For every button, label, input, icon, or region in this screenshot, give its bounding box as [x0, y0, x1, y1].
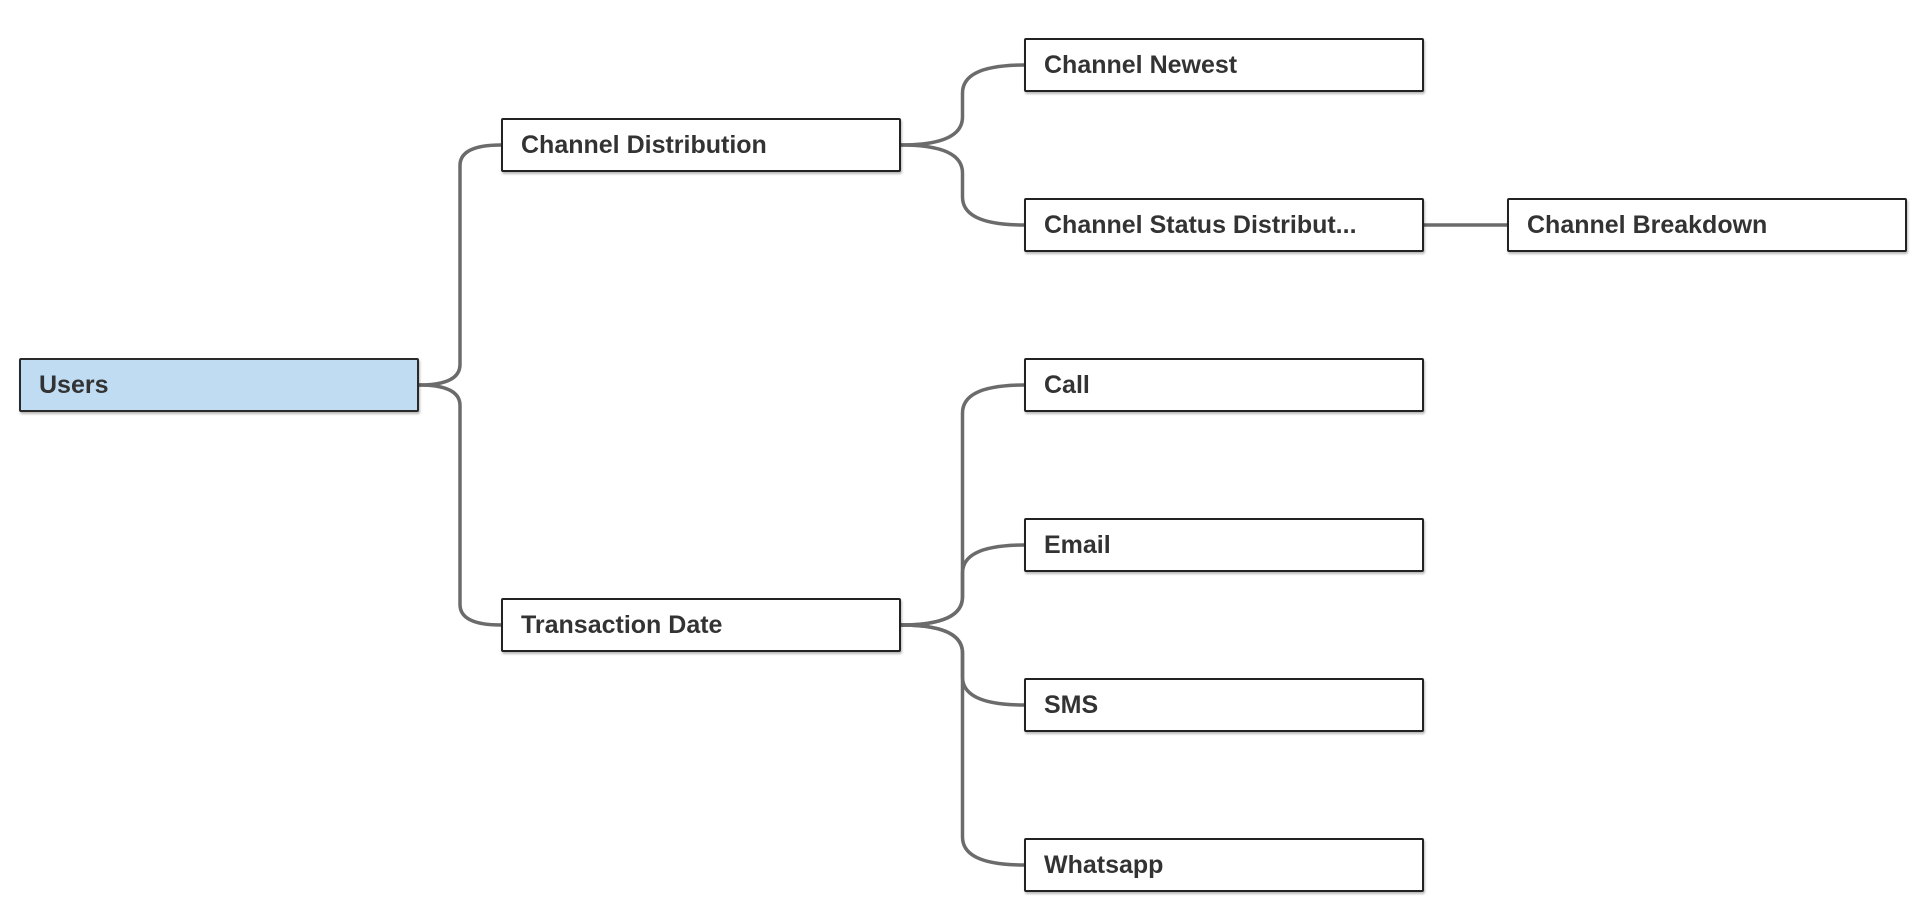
node-label: Channel Breakdown	[1527, 210, 1768, 239]
connector-channel_distribution-to-channel_newest	[899, 63, 1026, 147]
node-channel-newest[interactable]: Channel Newest	[1024, 38, 1424, 92]
node-label: Users	[39, 370, 109, 399]
node-transaction-date[interactable]: Transaction Date	[501, 598, 901, 652]
connector-transaction_date-to-whatsapp	[899, 623, 1026, 867]
node-label: SMS	[1044, 690, 1099, 719]
node-whatsapp[interactable]: Whatsapp	[1024, 838, 1424, 892]
node-label: Channel Newest	[1044, 50, 1238, 79]
node-sms[interactable]: SMS	[1024, 678, 1424, 732]
connector-transaction_date-to-email	[899, 543, 1026, 627]
node-call[interactable]: Call	[1024, 358, 1424, 412]
node-channel-distribution[interactable]: Channel Distribution	[501, 118, 901, 172]
node-label: Whatsapp	[1044, 850, 1164, 879]
node-email[interactable]: Email	[1024, 518, 1424, 572]
node-label: Email	[1044, 530, 1111, 559]
node-label: Channel Distribution	[521, 130, 767, 159]
node-users[interactable]: Users	[19, 358, 419, 412]
node-label: Transaction Date	[521, 610, 723, 639]
connector-channel_distribution-to-channel_status_distribution	[899, 143, 1026, 227]
node-label: Call	[1044, 370, 1090, 399]
connector-users-to-transaction_date	[417, 383, 503, 627]
connector-users-to-channel_distribution	[417, 143, 503, 387]
node-channel-status-distribution[interactable]: Channel Status Distribut...	[1024, 198, 1424, 252]
node-label: Channel Status Distribut...	[1044, 210, 1357, 239]
node-channel-breakdown[interactable]: Channel Breakdown	[1507, 198, 1907, 252]
